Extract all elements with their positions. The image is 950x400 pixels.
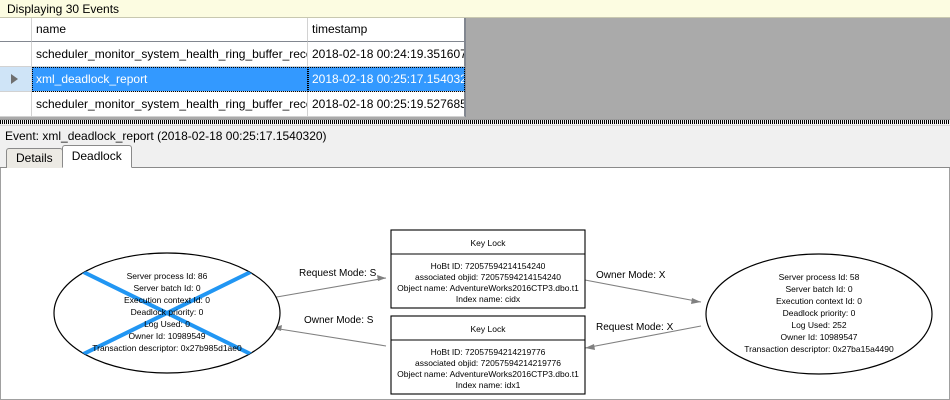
process-right-line-4: Log Used: 252 [791, 320, 847, 330]
row-timestamp-cell[interactable]: 2018-02-18 00:24:19.3516078 [308, 42, 465, 67]
edge-right-request-label: Request Mode: X [596, 322, 674, 333]
row-timestamp-cell[interactable]: 2018-02-18 00:25:19.5276859 [308, 92, 465, 117]
process-node-right[interactable]: Server process Id: 58 Server batch Id: 0… [705, 253, 933, 375]
resource-node-keylock-top[interactable]: Key Lock HoBt ID: 72057594214154240 asso… [390, 229, 586, 309]
keylock-bottom-line-0: HoBt ID: 72057594214219776 [431, 347, 546, 357]
events-grid-panel: name timestamp scheduler_monitor_system_… [0, 18, 950, 120]
events-status-banner: Displaying 30 Events [0, 0, 950, 18]
process-left-line-1: Server batch Id: 0 [133, 283, 200, 293]
keylock-bottom-line-2: Object name: AdventureWorks2016CTP3.dbo.… [397, 369, 579, 379]
process-right-line-5: Owner Id: 10989547 [780, 332, 857, 342]
keylock-top-line-0: HoBt ID: 72057594214154240 [431, 261, 546, 271]
grid-header-timestamp[interactable]: timestamp [308, 18, 465, 42]
row-selector-cell[interactable] [0, 67, 32, 92]
edge-right-owner: Owner Mode: X [584, 270, 702, 304]
row-selector-cell[interactable] [0, 92, 32, 117]
tab-strip: Details Deadlock [0, 145, 950, 168]
keylock-top-line-1: associated objid: 72057594214154240 [415, 272, 561, 282]
victim-cross-icon [58, 258, 276, 368]
table-row[interactable]: xml_deadlock_report 2018-02-18 00:25:17.… [0, 67, 465, 92]
tab-deadlock[interactable]: Deadlock [61, 145, 132, 168]
process-right-line-2: Execution context Id: 0 [776, 296, 862, 306]
row-timestamp-cell[interactable]: 2018-02-18 00:25:17.1540320 [308, 67, 465, 92]
edge-left-owner: Owner Mode: S [272, 315, 387, 347]
edge-right-request: Request Mode: X [584, 322, 702, 350]
row-selector-cell[interactable] [0, 42, 32, 67]
grid-header-selector-cell [0, 18, 32, 42]
keylock-bottom-title: Key Lock [471, 324, 507, 334]
process-node-left[interactable]: Server process Id: 86 Server batch Id: 0… [53, 252, 281, 374]
row-name-cell[interactable]: xml_deadlock_report [32, 67, 308, 92]
row-name-cell[interactable]: scheduler_monitor_system_health_ring_buf… [32, 42, 308, 67]
process-left-line-5: Owner Id: 10989549 [128, 331, 205, 341]
process-left-line-0: Server process Id: 86 [127, 271, 208, 281]
process-right-line-1: Server batch Id: 0 [785, 284, 852, 294]
edge-left-request-label: Request Mode: S [299, 268, 377, 279]
keylock-bottom-line-3: Index name: idx1 [456, 380, 521, 390]
panel-splitter[interactable] [0, 120, 950, 126]
table-row[interactable]: scheduler_monitor_system_health_ring_buf… [0, 92, 465, 117]
edge-left-owner-label: Owner Mode: S [304, 315, 374, 326]
resource-node-keylock-bottom[interactable]: Key Lock HoBt ID: 72057594214219776 asso… [390, 315, 586, 395]
tab-details[interactable]: Details [6, 148, 63, 168]
deadlock-graph-canvas[interactable]: Request Mode: S Owner Mode: S Owner Mode… [0, 168, 950, 400]
grid-header-name[interactable]: name [32, 18, 308, 42]
row-selector-arrow-icon [11, 74, 18, 84]
process-right-line-6: Transaction descriptor: 0x27ba15a4490 [744, 344, 894, 354]
deadlock-graph-svg: Request Mode: S Owner Mode: S Owner Mode… [53, 229, 933, 395]
keylock-bottom-line-1: associated objid: 72057594214219776 [415, 358, 561, 368]
process-left-line-6: Transaction descriptor: 0x27b985d1ae0 [92, 343, 242, 353]
table-row[interactable]: scheduler_monitor_system_health_ring_buf… [0, 42, 465, 67]
events-grid-header-row: name timestamp [0, 18, 465, 42]
process-right-line-3: Deadlock priority: 0 [783, 308, 856, 318]
process-right-line-0: Server process Id: 58 [779, 272, 860, 282]
process-left-line-4: Log Used: 0 [144, 319, 190, 329]
process-left-line-2: Execution context Id: 0 [124, 295, 210, 305]
process-left-line-3: Deadlock priority: 0 [131, 307, 204, 317]
event-header-label: Event: xml_deadlock_report (2018-02-18 0… [0, 126, 950, 146]
edge-right-owner-label: Owner Mode: X [596, 270, 666, 281]
events-grid[interactable]: name timestamp scheduler_monitor_system_… [0, 18, 466, 117]
row-name-cell[interactable]: scheduler_monitor_system_health_ring_buf… [32, 92, 308, 117]
keylock-top-line-3: Index name: cidx [456, 294, 521, 304]
keylock-top-title: Key Lock [471, 238, 507, 248]
edge-left-request: Request Mode: S [270, 268, 387, 299]
keylock-top-line-2: Object name: AdventureWorks2016CTP3.dbo.… [397, 283, 579, 293]
